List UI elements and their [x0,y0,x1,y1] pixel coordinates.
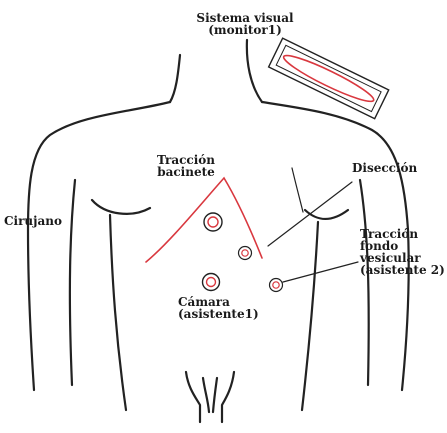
port-traccion-fondo [270,279,283,292]
groin-inner-right [213,378,217,412]
left-axilla-curve [92,200,150,214]
leader-diseccion [268,182,352,246]
left-shoulder-arm-outer [28,102,170,390]
left-arm-inner [70,180,75,385]
groin-right [222,372,234,422]
port-camara [203,274,220,291]
left-neck-line [170,55,180,102]
left-torso-side [110,215,126,410]
label-line: bacinete [150,166,222,178]
right-torso-side [302,222,318,410]
port-traccion-bacinete [204,213,222,231]
label-traccion-bacinete: Tracción bacinete [150,154,222,178]
label-cirujano: Cirujano [4,215,62,227]
label-line: (asistente 2) [360,264,445,276]
label-traccion-fondo: Tracción fondo vesicular (asistente 2) [360,228,445,276]
port-diseccion [239,247,252,260]
right-arm-inner [360,180,369,385]
leader-traccion-fondo [283,262,358,282]
right-flank-line [292,168,303,212]
label-line: (asistente1) [178,308,259,320]
label-diseccion: Disección [352,162,417,174]
right-neck-line [247,40,262,102]
label-sistema-visual: Sistema visual (monitor1) [186,12,304,36]
right-axilla-curve [305,210,348,219]
label-line: Disección [352,162,417,174]
groin-inner-left [203,378,209,412]
label-line: (monitor1) [186,24,304,36]
label-line: Cirujano [4,215,62,227]
groin-left [186,372,200,422]
label-camara: Cámara (asistente1) [178,296,259,320]
